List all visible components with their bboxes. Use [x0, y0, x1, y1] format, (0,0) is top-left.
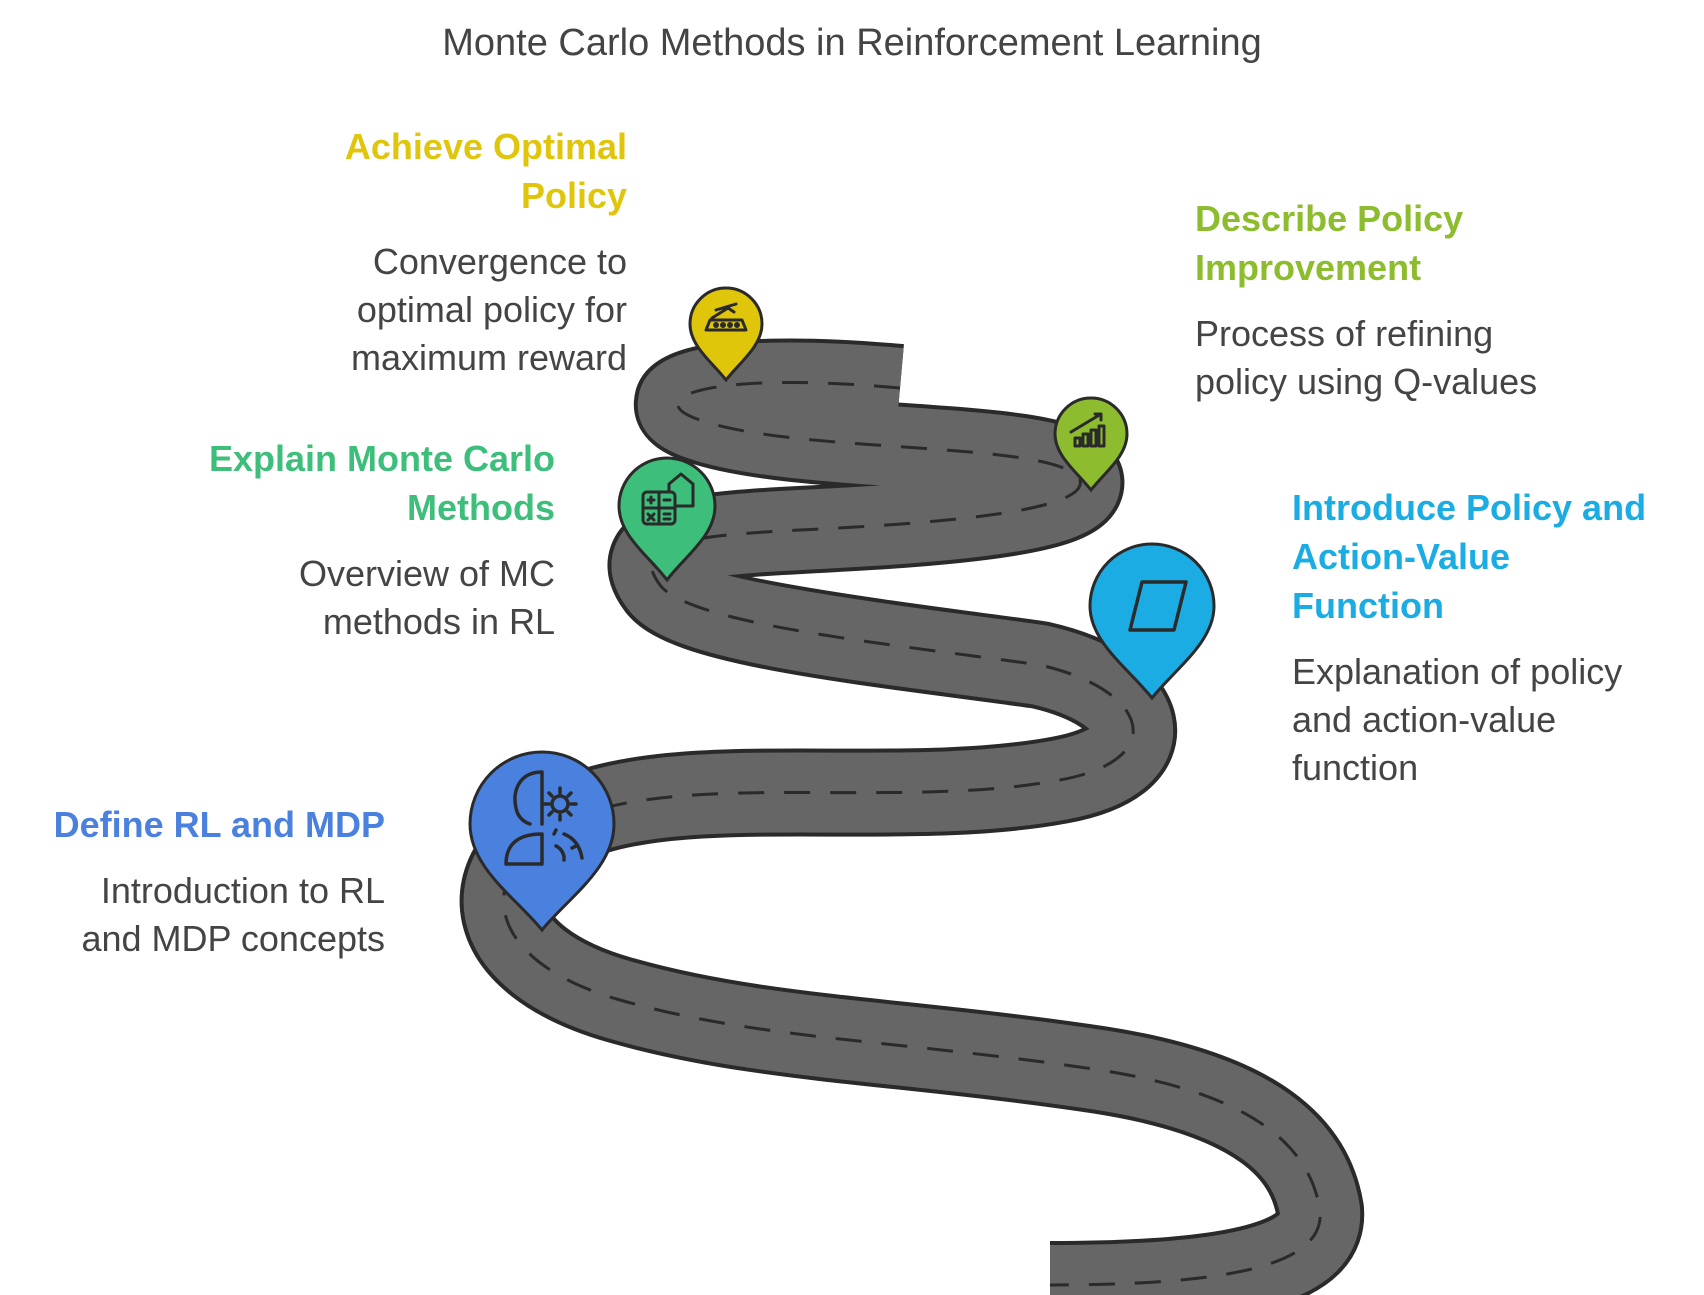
pin-define — [468, 750, 616, 933]
milestone-explain-description: Overview of MC methods in RL — [298, 553, 555, 642]
milestone-introduce-heading: Introduce Policy and Action-Value Functi… — [1292, 487, 1647, 626]
calculator-house-icon — [641, 472, 695, 526]
milestone-explain-heading: Explain Monte Carlo Methods — [208, 438, 555, 528]
milestone-achieve: Achieve Optimal Policy Convergence to op… — [345, 122, 627, 382]
conveyor-machine-icon — [704, 302, 748, 332]
pin-introduce — [1088, 542, 1216, 701]
milestone-define: Define RL and MDP Introduction to RL and… — [54, 800, 385, 963]
milestone-describe: Describe Policy Improvement Process of r… — [1195, 194, 1537, 406]
milestone-describe-heading: Describe Policy Improvement — [1195, 198, 1464, 288]
milestone-achieve-heading: Achieve Optimal Policy — [344, 126, 627, 216]
growth-bar-chart-icon — [1069, 412, 1106, 448]
milestone-introduce: Introduce Policy and Action-Value Functi… — [1292, 483, 1646, 792]
milestone-define-heading: Define RL and MDP — [53, 804, 385, 845]
page-title: Monte Carlo Methods in Reinforcement Lea… — [442, 22, 1262, 64]
road-center-dash — [502, 380, 1322, 1287]
parallelogram-icon — [1128, 580, 1188, 632]
pin-achieve-shape — [688, 286, 764, 383]
milestone-achieve-description: Convergence to optimal policy for maximu… — [350, 241, 627, 378]
milestone-describe-description: Process of refining policy using Q-value… — [1195, 313, 1538, 402]
pin-describe — [1053, 396, 1129, 493]
milestone-introduce-description: Explanation of policy and action-value f… — [1292, 651, 1623, 788]
milestone-explain: Explain Monte Carlo Methods Overview of … — [209, 434, 555, 646]
milestone-define-description: Introduction to RL and MDP concepts — [81, 870, 385, 959]
pin-achieve — [688, 286, 764, 383]
pin-explain — [617, 456, 717, 583]
head-gear-icon — [504, 770, 584, 866]
